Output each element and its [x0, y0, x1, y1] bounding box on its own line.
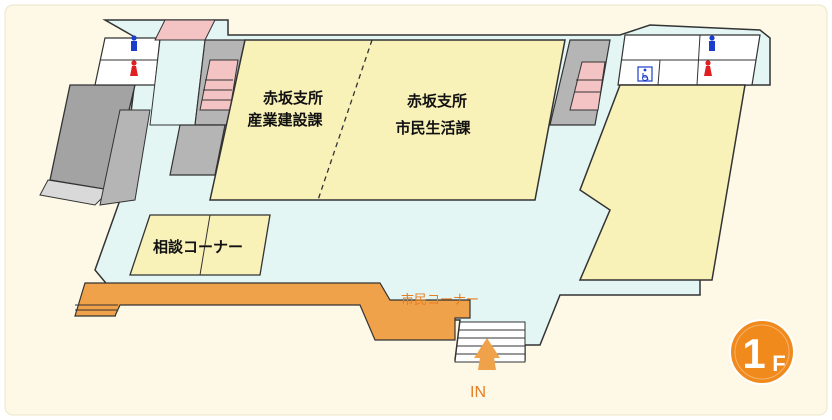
room-sangyo-line1: 赤坂支所	[263, 89, 323, 107]
room-sangyo-line2: 産業建設課	[247, 111, 323, 129]
entrance-label: IN	[470, 384, 486, 401]
right-male-restroom-icon	[709, 35, 715, 51]
large-room-area	[209, 39, 566, 201]
corridor-label: 市民コーナー	[401, 292, 479, 308]
floor-badge-number: 1	[742, 330, 765, 377]
left-restroom-block	[94, 37, 161, 86]
female-restroom-icon	[130, 60, 138, 76]
floor-badge-letter: F	[772, 351, 785, 376]
floor-badge: 1 F	[729, 319, 795, 385]
left-stair-base	[39, 179, 112, 206]
room-sodan-label: 相談コーナー	[153, 238, 243, 256]
wheelchair-icon	[637, 66, 653, 82]
entrance-arrow-icon	[474, 338, 500, 370]
male-restroom-icon	[131, 35, 137, 51]
room-shimin-line1: 赤坂支所	[407, 92, 467, 110]
right-stairs-steps	[569, 61, 606, 111]
left-stair-side	[99, 109, 151, 206]
consultation-room	[129, 214, 271, 276]
top-left-stairs	[154, 19, 216, 41]
entrance-steps	[454, 321, 526, 363]
left-exit-steps	[75, 304, 118, 317]
right-female-restroom-icon	[704, 60, 712, 76]
room-shimin-line2: 市民生活課	[395, 119, 471, 137]
room-divider	[317, 39, 373, 201]
right-room	[578, 84, 746, 281]
